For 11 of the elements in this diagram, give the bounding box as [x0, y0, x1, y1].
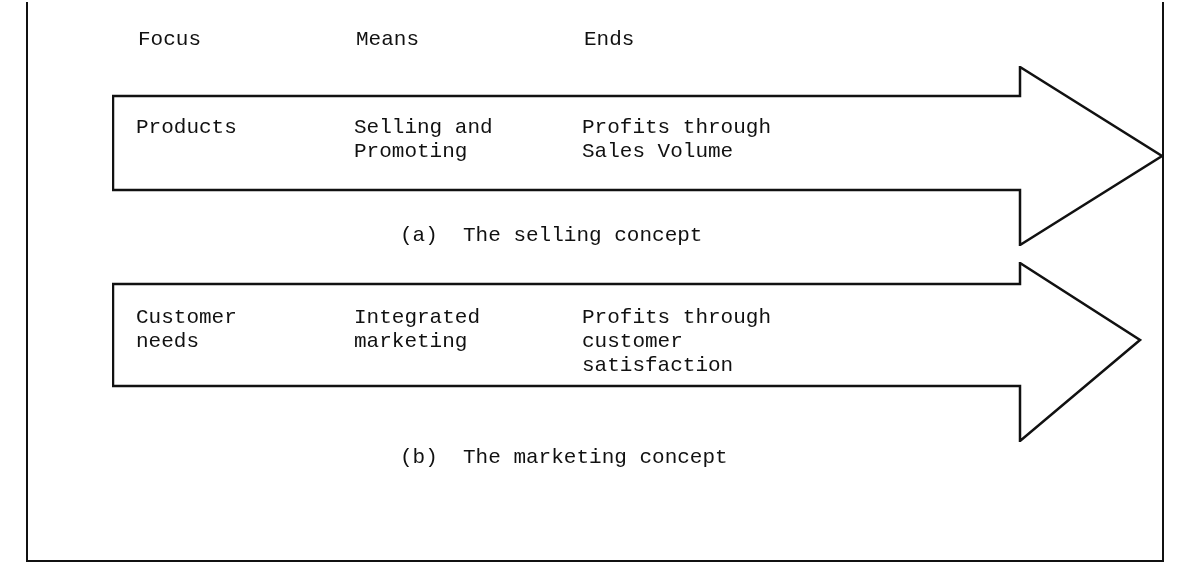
- arrow-text: Integrated marketing: [354, 306, 482, 354]
- arrow-text: Products: [136, 116, 238, 140]
- arrow-label: (b) The marketing concept: [400, 446, 728, 470]
- column-heading: Ends: [584, 28, 635, 52]
- column-heading: Focus: [138, 28, 201, 52]
- arrow-label: (a) The selling concept: [400, 224, 703, 248]
- arrow-text: Profits through Sales Volume: [582, 116, 773, 164]
- arrow-text: Selling and Promoting: [354, 116, 494, 164]
- arrow-text: Customer needs: [136, 306, 238, 354]
- arrow-text: Profits through customer satisfaction: [582, 306, 773, 378]
- column-heading: Means: [356, 28, 419, 52]
